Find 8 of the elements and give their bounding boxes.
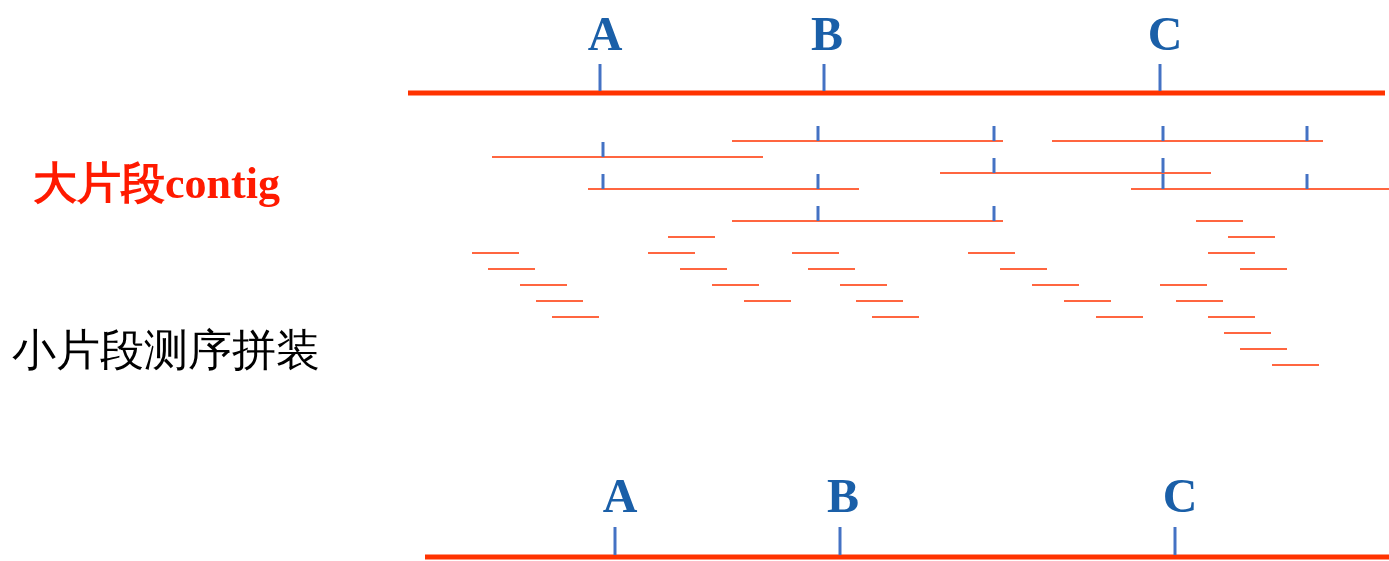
marker-letter: C bbox=[1147, 10, 1183, 58]
contig-label: 大片段contig bbox=[33, 162, 280, 206]
marker-letter: A bbox=[602, 472, 638, 520]
marker-letter: B bbox=[827, 472, 859, 520]
marker-letter: A bbox=[587, 10, 623, 58]
marker-letter: B bbox=[811, 10, 843, 58]
marker-letter: C bbox=[1162, 472, 1198, 520]
assembly-label: 小片段测序拼装 bbox=[12, 328, 320, 372]
